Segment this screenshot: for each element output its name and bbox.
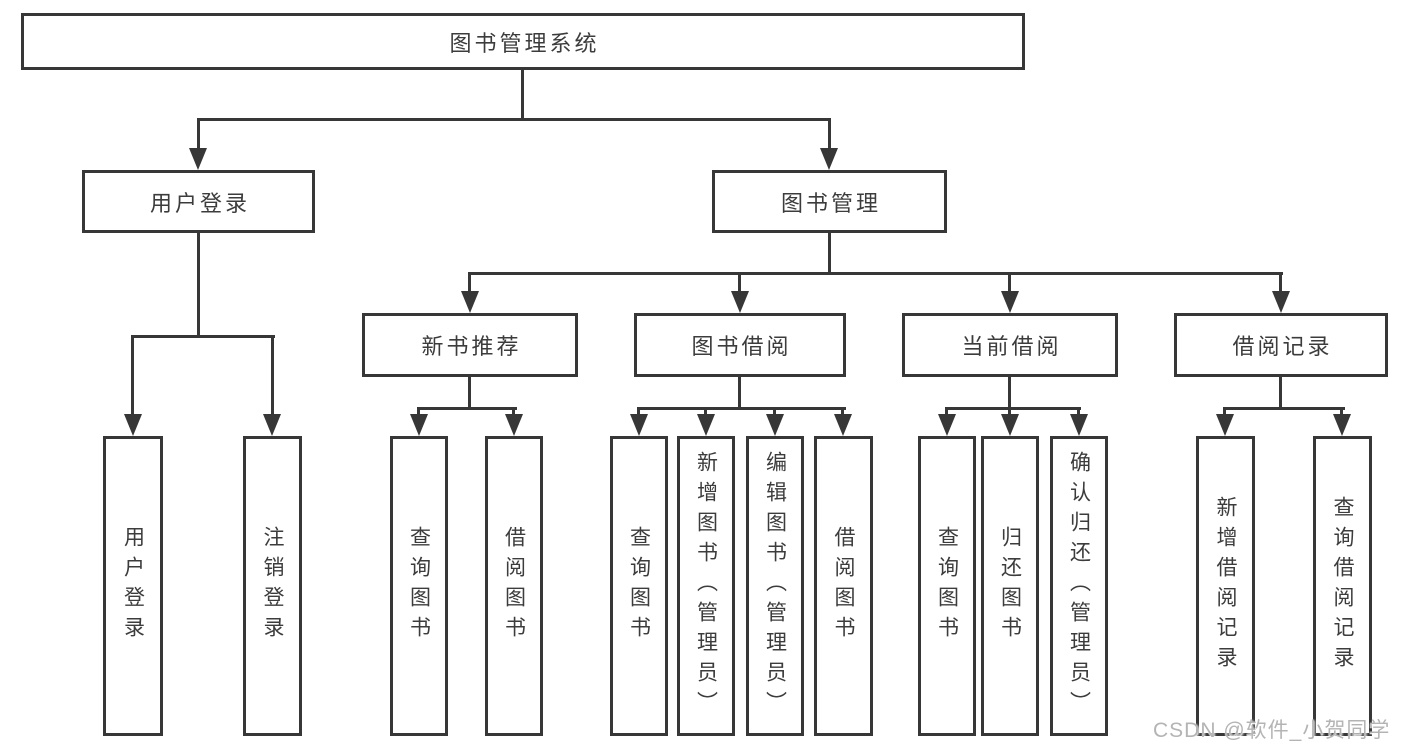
connector-drop-leaf (271, 335, 274, 414)
node-label: 图书管理系统 (449, 30, 600, 56)
node-label: 新增借阅记录 (1214, 496, 1237, 676)
node-book-management-branch: 图书管理 (712, 170, 947, 233)
connector-recommend-stem (468, 377, 471, 410)
connector-bookmgmt-rail (468, 272, 1283, 275)
node-label: 用户登录 (121, 526, 145, 646)
arrow-down-icon (263, 414, 281, 436)
leaf-query-book-borrowing: 查询图书 (610, 436, 668, 736)
connector-drop-module (1279, 272, 1282, 293)
node-user-login-branch: 用户登录 (82, 170, 315, 233)
leaf-add-book-admin: 新增图书（管理员） (677, 436, 735, 736)
arrow-down-icon (766, 414, 784, 436)
connector-drop-leaf (704, 407, 707, 416)
node-label: 注销登录 (261, 526, 284, 646)
leaf-user-login: 用户登录 (103, 436, 163, 736)
node-borrowing-records: 借阅记录 (1174, 313, 1388, 377)
connector-records-stem (1279, 377, 1282, 410)
leaf-borrow-book-recommend: 借阅图书 (485, 436, 543, 736)
leaf-edit-book-admin: 编辑图书（管理员） (746, 436, 804, 736)
node-label: 用户登录 (149, 190, 250, 216)
arrow-down-icon (1070, 414, 1088, 436)
arrow-down-icon (1001, 414, 1019, 436)
arrow-down-icon (731, 291, 749, 313)
node-label: 归还图书 (998, 526, 1022, 646)
connector-drop-leaf (1340, 407, 1343, 416)
arrow-down-icon (410, 414, 428, 436)
node-label: 编辑图书（管理员） (763, 451, 787, 721)
connector-root-rail (197, 118, 831, 121)
node-label: 当前借阅 (961, 334, 1062, 359)
connector-drop-leaf (1223, 407, 1226, 416)
connector-drop-leaf (945, 407, 948, 416)
arrow-down-icon (1272, 291, 1290, 313)
node-label: 借阅图书 (502, 526, 526, 646)
node-label: 确认归还（管理员） (1067, 451, 1091, 721)
connector-drop-book-management (828, 118, 831, 149)
connector-drop-module (468, 272, 471, 293)
leaf-query-borrow-record: 查询借阅记录 (1313, 436, 1372, 736)
arrow-down-icon (630, 414, 648, 436)
node-label: 新书推荐 (421, 334, 522, 359)
connector-drop-leaf (512, 407, 515, 416)
node-new-book-recommendation: 新书推荐 (362, 313, 578, 377)
connector-root-stem (521, 70, 524, 118)
arrow-down-icon (697, 414, 715, 436)
connector-current-stem (1008, 377, 1011, 410)
connector-drop-leaf (1008, 407, 1011, 416)
node-label: 查询图书 (407, 526, 431, 646)
arrow-down-icon (505, 414, 523, 436)
arrow-down-icon (124, 414, 142, 436)
arrow-down-icon (1333, 414, 1351, 436)
leaf-query-book-recommend: 查询图书 (390, 436, 448, 736)
node-label: 查询借阅记录 (1331, 496, 1354, 676)
connector-userlogin-stem (197, 233, 200, 338)
leaf-confirm-return-admin: 确认归还（管理员） (1050, 436, 1108, 736)
connector-bookmgmt-stem (828, 233, 831, 275)
node-label: 借阅图书 (832, 526, 855, 646)
node-book-borrowing: 图书借阅 (634, 313, 846, 377)
node-root-library-system: 图书管理系统 (21, 13, 1025, 70)
arrow-down-icon (938, 414, 956, 436)
arrow-down-icon (1001, 291, 1019, 313)
leaf-add-borrow-record: 新增借阅记录 (1196, 436, 1255, 736)
connector-borrowing-stem (738, 377, 741, 410)
node-label: 借阅记录 (1232, 334, 1333, 359)
connector-drop-module (1008, 272, 1011, 293)
node-current-borrowing: 当前借阅 (902, 313, 1118, 377)
connector-borrowing-rail (637, 407, 846, 410)
leaf-logout: 注销登录 (243, 436, 302, 736)
connector-drop-leaf (637, 407, 640, 416)
node-label: 新增图书（管理员） (694, 451, 718, 721)
connector-drop-leaf (841, 407, 844, 416)
connector-drop-leaf (1077, 407, 1080, 416)
connector-recommend-rail (417, 407, 517, 410)
connector-drop-module (738, 272, 741, 293)
leaf-borrow-book: 借阅图书 (814, 436, 873, 736)
node-label: 图书管理 (780, 190, 881, 216)
connector-records-rail (1223, 407, 1345, 410)
node-label: 查询图书 (935, 526, 959, 646)
arrow-down-icon (461, 291, 479, 313)
connector-drop-leaf (131, 335, 134, 414)
arrow-down-icon (834, 414, 852, 436)
leaf-query-book-current: 查询图书 (918, 436, 976, 736)
node-label: 图书借阅 (691, 334, 792, 359)
arrow-down-icon (1216, 414, 1234, 436)
leaf-return-book: 归还图书 (981, 436, 1039, 736)
node-label: 查询图书 (627, 526, 651, 646)
connector-drop-leaf (773, 407, 776, 416)
connector-userlogin-rail (131, 335, 275, 338)
connector-drop-user-login (197, 118, 200, 149)
connector-drop-leaf (417, 407, 420, 416)
arrow-down-icon (189, 148, 207, 170)
arrow-down-icon (820, 148, 838, 170)
csdn-watermark: CSDN @软件_小贺同学 (1153, 719, 1391, 742)
connector-current-rail (945, 407, 1081, 410)
